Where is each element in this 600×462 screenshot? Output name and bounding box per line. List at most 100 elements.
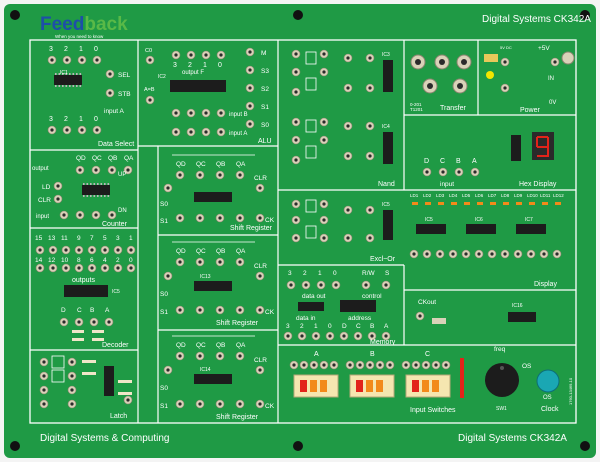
q-label: QB [216,342,225,349]
pin-label: D [61,307,66,314]
serial-number: 1760-13469-10 [568,377,573,405]
pin-label: 4 [103,257,107,264]
clock-select-switch[interactable] [432,318,446,324]
q-label: QC [196,161,206,168]
q-label: QA [236,248,246,255]
pin-label: 0 [218,62,222,69]
stb-pin[interactable] [105,88,115,98]
pin-label: 1 [79,116,83,123]
ic-chip [511,135,521,161]
brand-logo: Feedback When you need to know [40,14,128,39]
s1-label: S1 [160,403,168,410]
pin-label: 2 [188,62,192,69]
resistor-row [72,330,104,341]
c0-pin[interactable] [145,55,155,65]
latch-section: Latch [39,355,133,420]
transfer-section: 0-201 T1201 Transfer [410,54,472,112]
zero-v-terminal[interactable] [500,83,510,93]
pin-label: 0 [94,116,98,123]
q-label: QA [236,342,246,349]
led-label: LD4 [449,193,458,198]
latch-resistors [82,360,132,395]
q-label: QC [92,155,102,162]
dip-switch-a[interactable] [293,374,339,398]
pin-label: 6 [90,257,94,264]
transfer-jacks[interactable] [410,54,472,94]
led-label: LD3 [436,193,445,198]
ic-label: IC7 [525,217,533,223]
ld-pin[interactable] [53,181,63,191]
pin-label: A [384,323,389,330]
pin-label: 11 [61,235,68,242]
pin-label: A [472,158,477,165]
section-title: Excl~Or [370,256,396,263]
exclor-section: IC5 Excl~Or [291,199,396,263]
pin-label: C [440,158,445,165]
rw-label: R/W [362,270,376,277]
pin-label: D [342,323,347,330]
pin-label: 2 [116,257,120,264]
sel-pin[interactable] [105,69,115,79]
s0-label: S0 [160,201,168,208]
section-title: Latch [110,413,127,420]
ic-label: IC4 [382,124,390,130]
switch-output-pins[interactable] [289,360,451,370]
counter-section: QD QC QB QA output LD CLR UP DN input Co… [32,155,134,228]
power-in-jack[interactable] [561,51,575,65]
section-title: ALU [258,138,272,145]
s2-label: S2 [261,86,269,93]
ckout-pin[interactable] [415,311,425,321]
shift-register-2: QD QC QB QA IC13 CLR S0 S1 CK Shift Regi… [160,241,275,327]
pin-label: 15 [35,235,43,242]
section-title: Nand [378,181,395,188]
ic-label: IC2 [158,74,166,80]
a-equals-b-pin[interactable] [145,95,155,105]
dip-switch-c[interactable] [405,374,451,398]
brand-tagline: When you need to know [55,34,104,39]
ic-label: IC6 [475,217,483,223]
freq-knob[interactable] [485,363,519,397]
m-label: M [261,50,266,57]
power-voltage-label: +5V [538,45,550,52]
clr-pin[interactable] [53,194,63,204]
data-select-section: 3 2 1 0 IC1 SEL STB input A 3 2 1 0 Data… [47,46,134,148]
ic-label: IC1 [60,70,68,76]
input-label: input [36,214,49,220]
plus-5v-terminal[interactable] [500,57,510,67]
ic-chip [298,302,324,311]
decoder-section: 15 13 11 9 7 5 3 1 14 12 10 8 6 4 2 0 ou… [35,235,136,349]
zero-v-label: 0V [549,100,556,106]
fuse [484,54,498,62]
ic-chip [194,281,232,291]
os-button[interactable] [536,369,560,393]
dip-switch-b[interactable] [349,374,395,398]
led-label: LD10 [527,193,538,198]
s1-label: S1 [261,104,269,111]
s3-label: S3 [261,68,269,75]
switch-group-label: C [425,351,430,358]
pin-label: 3 [288,270,292,277]
alu-section: 3 2 1 0 output F C0 A=B IC2 M S3 S2 S1 S… [144,47,272,145]
stb-label: STB [118,91,131,98]
pin-label: 13 [48,235,56,242]
up-label: UP [118,172,126,178]
nand-section: IC3 IC4 Nand [291,49,395,188]
latch-output-pin[interactable] [123,395,133,405]
power-in-terminal[interactable] [550,57,560,67]
led-row [412,202,561,205]
q-label: QD [76,155,86,162]
svg-text:Feedback: Feedback [40,14,128,35]
ic-chip [104,366,114,396]
ic-chip [64,285,108,297]
section-dividers [30,40,576,423]
board-inner-border [29,39,577,424]
pin-label: 2 [64,46,68,53]
power-led [486,71,494,79]
section-title: Hex Display [519,181,557,188]
pin-label: 3 [286,323,290,330]
section-title: Transfer [440,105,466,112]
q-label: QD [176,248,186,255]
input-b-label: input B [229,112,248,118]
ic-chip [194,374,232,384]
